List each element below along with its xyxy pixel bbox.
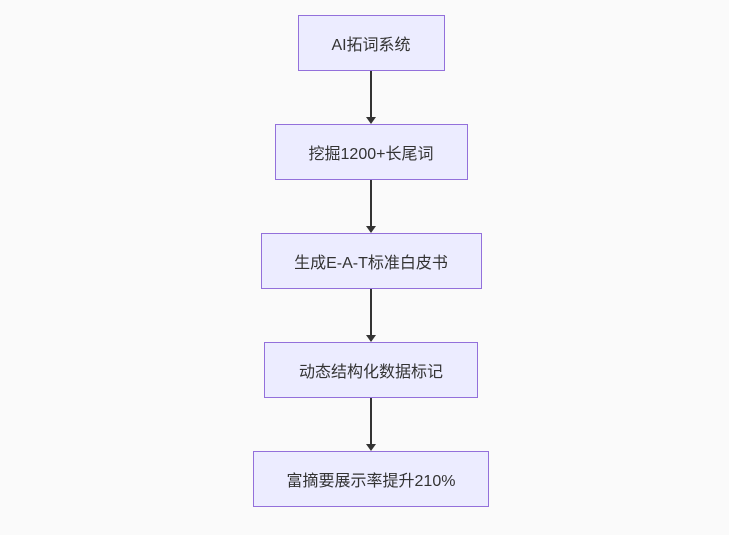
arrowhead-icon <box>366 226 376 233</box>
flow-arrow <box>366 180 376 233</box>
arrowhead-icon <box>366 117 376 124</box>
node-dynamic-structured-data-markup: 动态结构化数据标记 <box>264 342 478 398</box>
node-rich-snippet-rate-increase: 富摘要展示率提升210% <box>253 451 489 507</box>
arrowhead-icon <box>366 335 376 342</box>
flow-arrow <box>366 398 376 451</box>
arrowhead-icon <box>366 444 376 451</box>
arrow-line <box>370 289 372 335</box>
arrow-line <box>370 398 372 444</box>
flow-arrow <box>366 289 376 342</box>
node-ai-word-expansion-system: AI拓词系统 <box>297 15 445 71</box>
flowchart: AI拓词系统 挖掘1200+长尾词 生成E-A-T标准白皮书 动态结构化数据标记… <box>253 15 489 507</box>
node-eat-standard-whitepaper: 生成E-A-T标准白皮书 <box>260 233 482 289</box>
flow-arrow <box>366 71 376 124</box>
arrow-line <box>370 180 372 226</box>
arrow-line <box>370 71 372 117</box>
node-longtail-keyword-mining: 挖掘1200+长尾词 <box>274 124 468 180</box>
